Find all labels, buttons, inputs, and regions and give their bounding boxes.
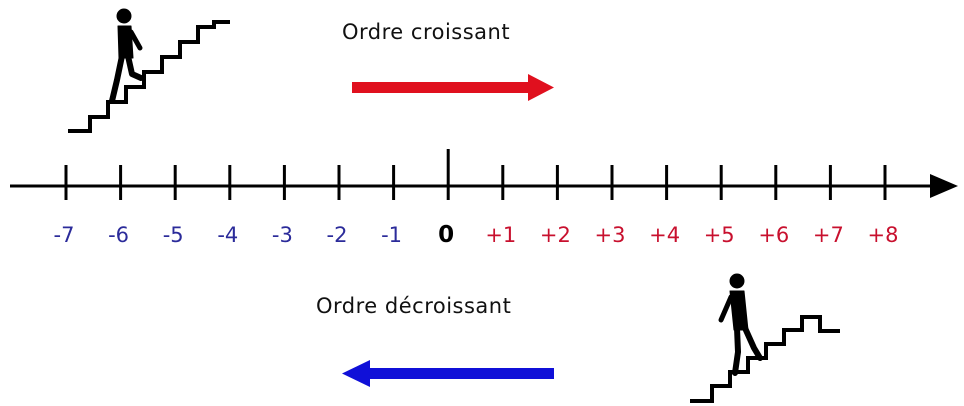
number-line-axis <box>10 149 958 200</box>
tick-label: +7 <box>812 223 844 247</box>
descending-staircase <box>690 315 840 403</box>
tick-label: +2 <box>539 223 571 247</box>
ascending-order-label: Ordre croissant <box>342 20 511 44</box>
tick-label: +4 <box>649 223 681 247</box>
tick-label: -3 <box>271 223 293 247</box>
person-climbing-stairs-icon <box>109 8 144 104</box>
ascending-arrow <box>352 74 554 101</box>
tick-label: 0 <box>438 222 455 248</box>
tick-label: +6 <box>758 223 790 247</box>
tick-label: +1 <box>485 223 517 247</box>
tick-label: -7 <box>53 223 75 247</box>
descending-order-label: Ordre décroissant <box>316 294 512 318</box>
axis-ticks <box>64 149 887 200</box>
tick-label: -4 <box>217 223 239 247</box>
tick-label: +5 <box>703 223 735 247</box>
person-descending-stairs-icon <box>718 273 763 376</box>
tick-label: -2 <box>326 223 348 247</box>
tick-label: -5 <box>162 223 184 247</box>
tick-label: +3 <box>594 223 626 247</box>
tick-label: -6 <box>108 223 130 247</box>
tick-label: +8 <box>867 223 899 247</box>
descending-arrow <box>342 360 554 387</box>
ascending-staircase <box>68 20 230 133</box>
tick-label: -1 <box>381 223 403 247</box>
